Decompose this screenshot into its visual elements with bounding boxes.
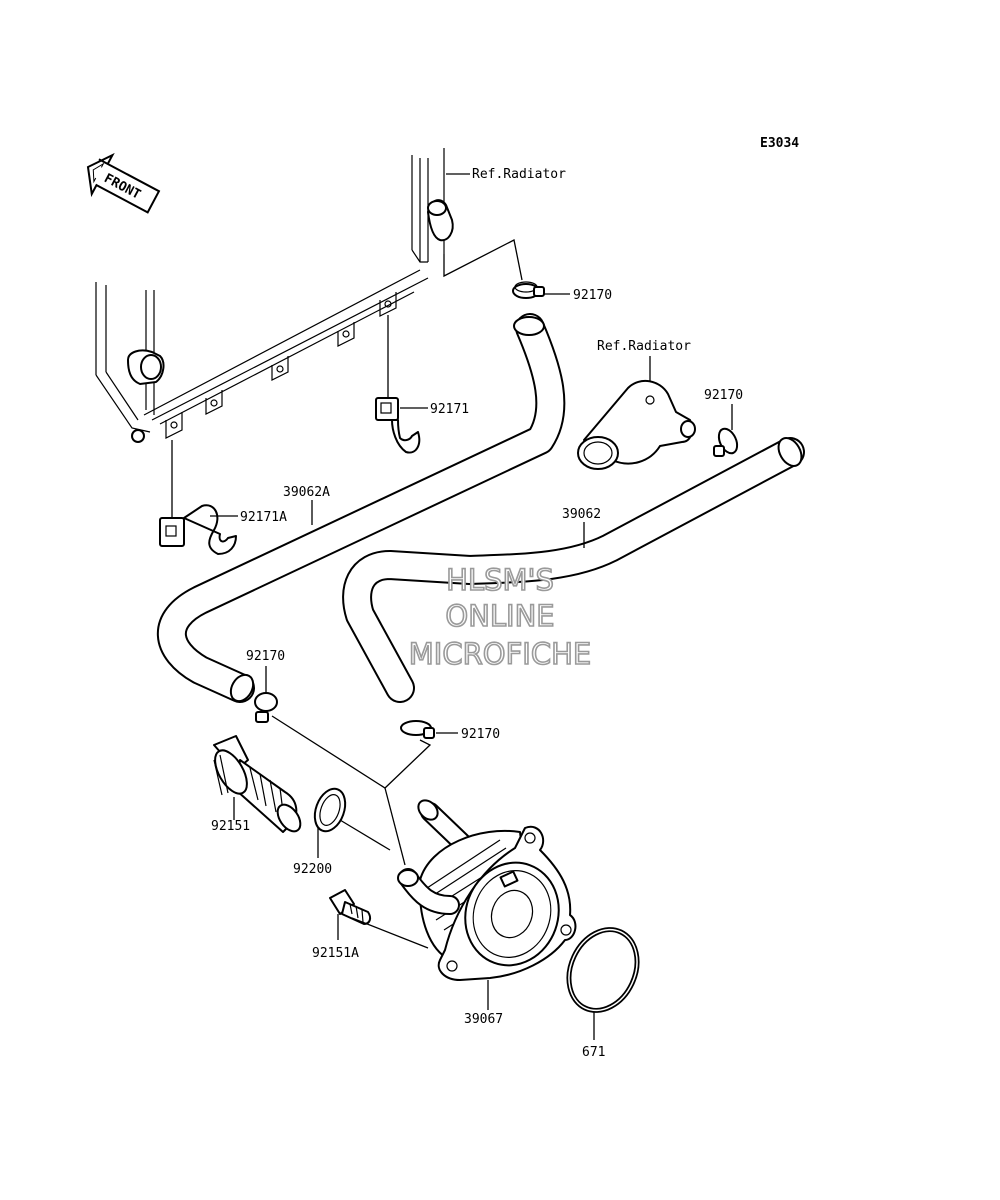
watermark-line-2: ONLINE	[445, 599, 554, 633]
coolant-hose-right	[342, 437, 805, 703]
bracket-lower-part-number: 92171A	[240, 510, 287, 525]
front-arrow-icon: FRONT	[86, 152, 161, 214]
watermark: HLSM'S ONLINE MICROFICHE	[408, 562, 592, 672]
oil-cooler-part-number: 39067	[464, 1012, 503, 1027]
o-ring	[566, 927, 640, 1013]
ref-radiator-upper-label: Ref.Radiator	[472, 167, 566, 182]
radiator-outlet-fitting	[577, 379, 696, 470]
o-ring-part-number: 671	[582, 1045, 605, 1060]
washer-part-number: 92200	[293, 862, 332, 877]
clamp-left-part-number: 92170	[246, 649, 285, 664]
clamp-right-part-number: 92170	[704, 388, 743, 403]
bracket-upper-part-number: 92171	[430, 402, 469, 417]
sealing-washer	[313, 787, 347, 833]
watermark-line-3: MICROFICHE	[409, 637, 591, 671]
hose-clamp-right	[713, 427, 739, 457]
clamp-upper-part-number: 92170	[573, 288, 612, 303]
hose-long-part-number: 39062A	[283, 485, 330, 500]
bolt-part-number: 92151A	[312, 946, 359, 961]
watermark-line-1: HLSM'S	[446, 563, 554, 597]
diagram-code: E3034	[760, 136, 799, 151]
fitting-part-number: 92151	[211, 819, 250, 834]
flange-bolt	[329, 889, 372, 925]
hose-bracket-upper	[375, 315, 421, 454]
hose-clamp-lower	[400, 720, 435, 739]
hose-right-part-number: 39062	[562, 507, 601, 522]
ref-radiator-right-label: Ref.Radiator	[597, 339, 691, 354]
coolant-hose-long	[156, 313, 566, 703]
oil-cooler-assembly	[397, 799, 577, 981]
union-fitting	[213, 735, 302, 833]
hose-clamp-upper	[512, 281, 545, 299]
clamp-lower-part-number: 92170	[461, 727, 500, 742]
hose-clamp-left	[254, 692, 278, 723]
hose-bracket-lower	[159, 440, 237, 555]
radiator-reference-drawing	[95, 148, 454, 443]
